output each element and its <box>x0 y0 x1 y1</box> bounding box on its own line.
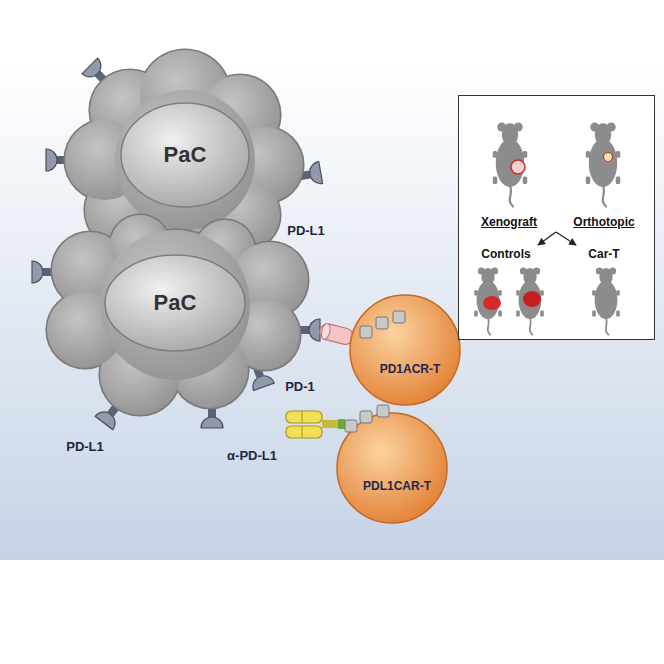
inset-ground <box>458 95 655 340</box>
model-label: Car-T <box>588 247 619 261</box>
model-label: Xenograft <box>481 215 537 229</box>
cell-label: PD1ACR-T <box>380 362 441 376</box>
anti-pd-l1-scfv <box>286 411 345 438</box>
cell-label: PaC <box>154 290 197 316</box>
model-label: Controls <box>481 247 530 261</box>
car-t-cell: PD1ACR-T <box>350 295 460 405</box>
inset-panel: Xenograft OrthotopicControls Car-T <box>458 95 655 340</box>
protein-label: PD-L1 <box>287 223 325 238</box>
cell-label: PDL1CAR-T <box>363 479 431 493</box>
cell-label: PaC <box>164 142 207 168</box>
protein-label: PD-L1 <box>66 439 104 454</box>
t-cell-outline <box>337 413 447 523</box>
cancer-cell: PaC <box>40 205 320 420</box>
protein-label: α-PD-L1 <box>227 448 277 463</box>
model-label: Orthotopic <box>573 215 634 229</box>
pd-1-receptor <box>318 322 355 346</box>
protein-label: PD-1 <box>285 379 315 394</box>
car-t-cell: PDL1CAR-T <box>337 413 447 523</box>
gradient-ground <box>0 60 664 560</box>
t-cell-outline <box>350 295 460 405</box>
pd-l1-receptors <box>32 58 323 430</box>
